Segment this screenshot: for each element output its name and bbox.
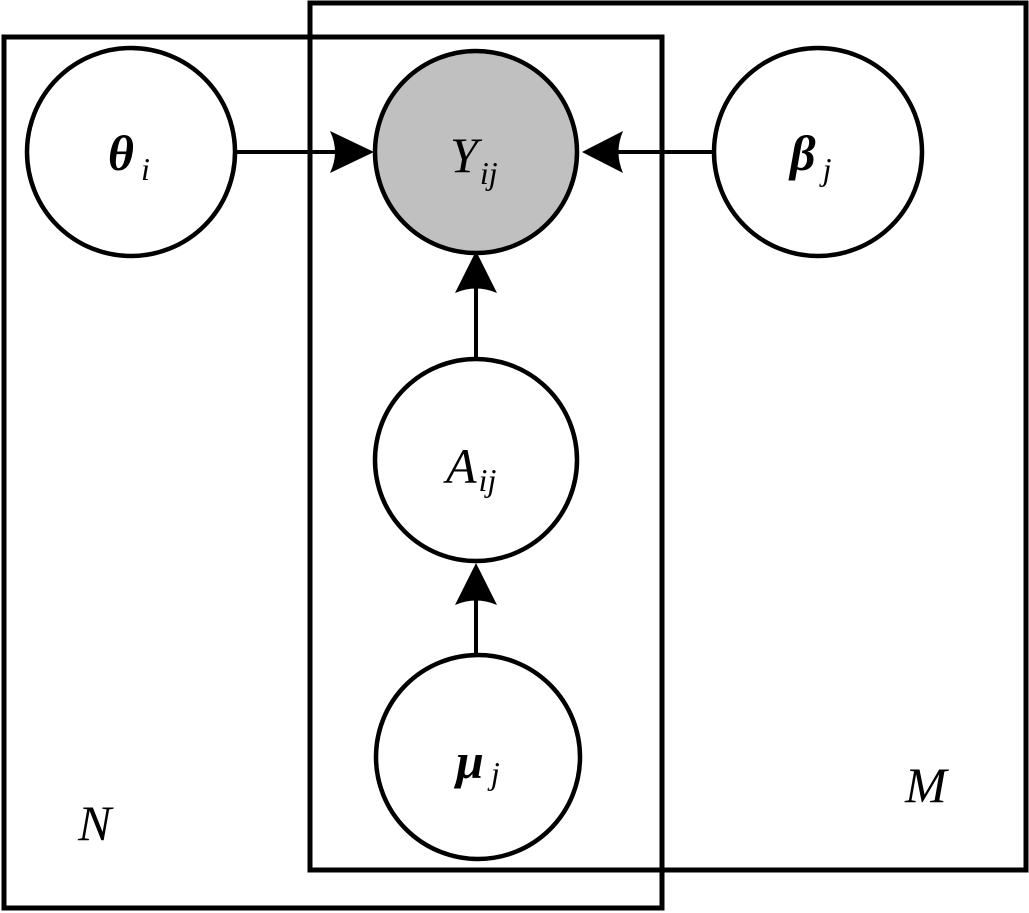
node-theta-circle	[24, 45, 238, 259]
node-a-symbol: A	[443, 438, 477, 494]
node-mu-circle	[373, 652, 583, 862]
node-a-subscript: ij	[479, 462, 497, 498]
node-theta-label: θ i	[108, 125, 150, 187]
arrowhead-theta-to-y	[330, 131, 374, 173]
node-beta-symbol: β	[788, 125, 816, 181]
arrowhead-beta-to-y	[582, 131, 623, 173]
plate-m	[307, 0, 1029, 873]
plate-m-label: M	[904, 757, 949, 813]
node-theta-symbol: θ	[108, 125, 134, 181]
node-a-circle	[372, 356, 580, 564]
plate-n-label: N	[77, 795, 114, 851]
node-a: A ij	[372, 356, 580, 564]
arrowhead-mu-to-a	[455, 563, 497, 605]
plate-n	[1, 34, 665, 911]
node-y-circle	[372, 48, 580, 256]
arrowhead-a-to-y	[455, 251, 497, 293]
node-y-label: Y ij	[450, 127, 498, 191]
node-theta: θ i	[24, 45, 238, 259]
node-y: Y ij	[372, 48, 580, 256]
node-beta-circle	[711, 45, 925, 259]
node-beta: β j	[711, 45, 925, 259]
node-mu: μ j	[373, 652, 583, 862]
node-mu-label: μ j	[453, 733, 500, 791]
node-theta-subscript: i	[141, 151, 150, 187]
node-y-subscript: ij	[480, 155, 498, 191]
node-a-label: A ij	[443, 438, 496, 498]
node-beta-label: β j	[788, 125, 832, 187]
node-beta-subscript: j	[819, 151, 832, 187]
node-mu-symbol: μ	[453, 733, 484, 789]
node-mu-subscript: j	[487, 755, 500, 791]
